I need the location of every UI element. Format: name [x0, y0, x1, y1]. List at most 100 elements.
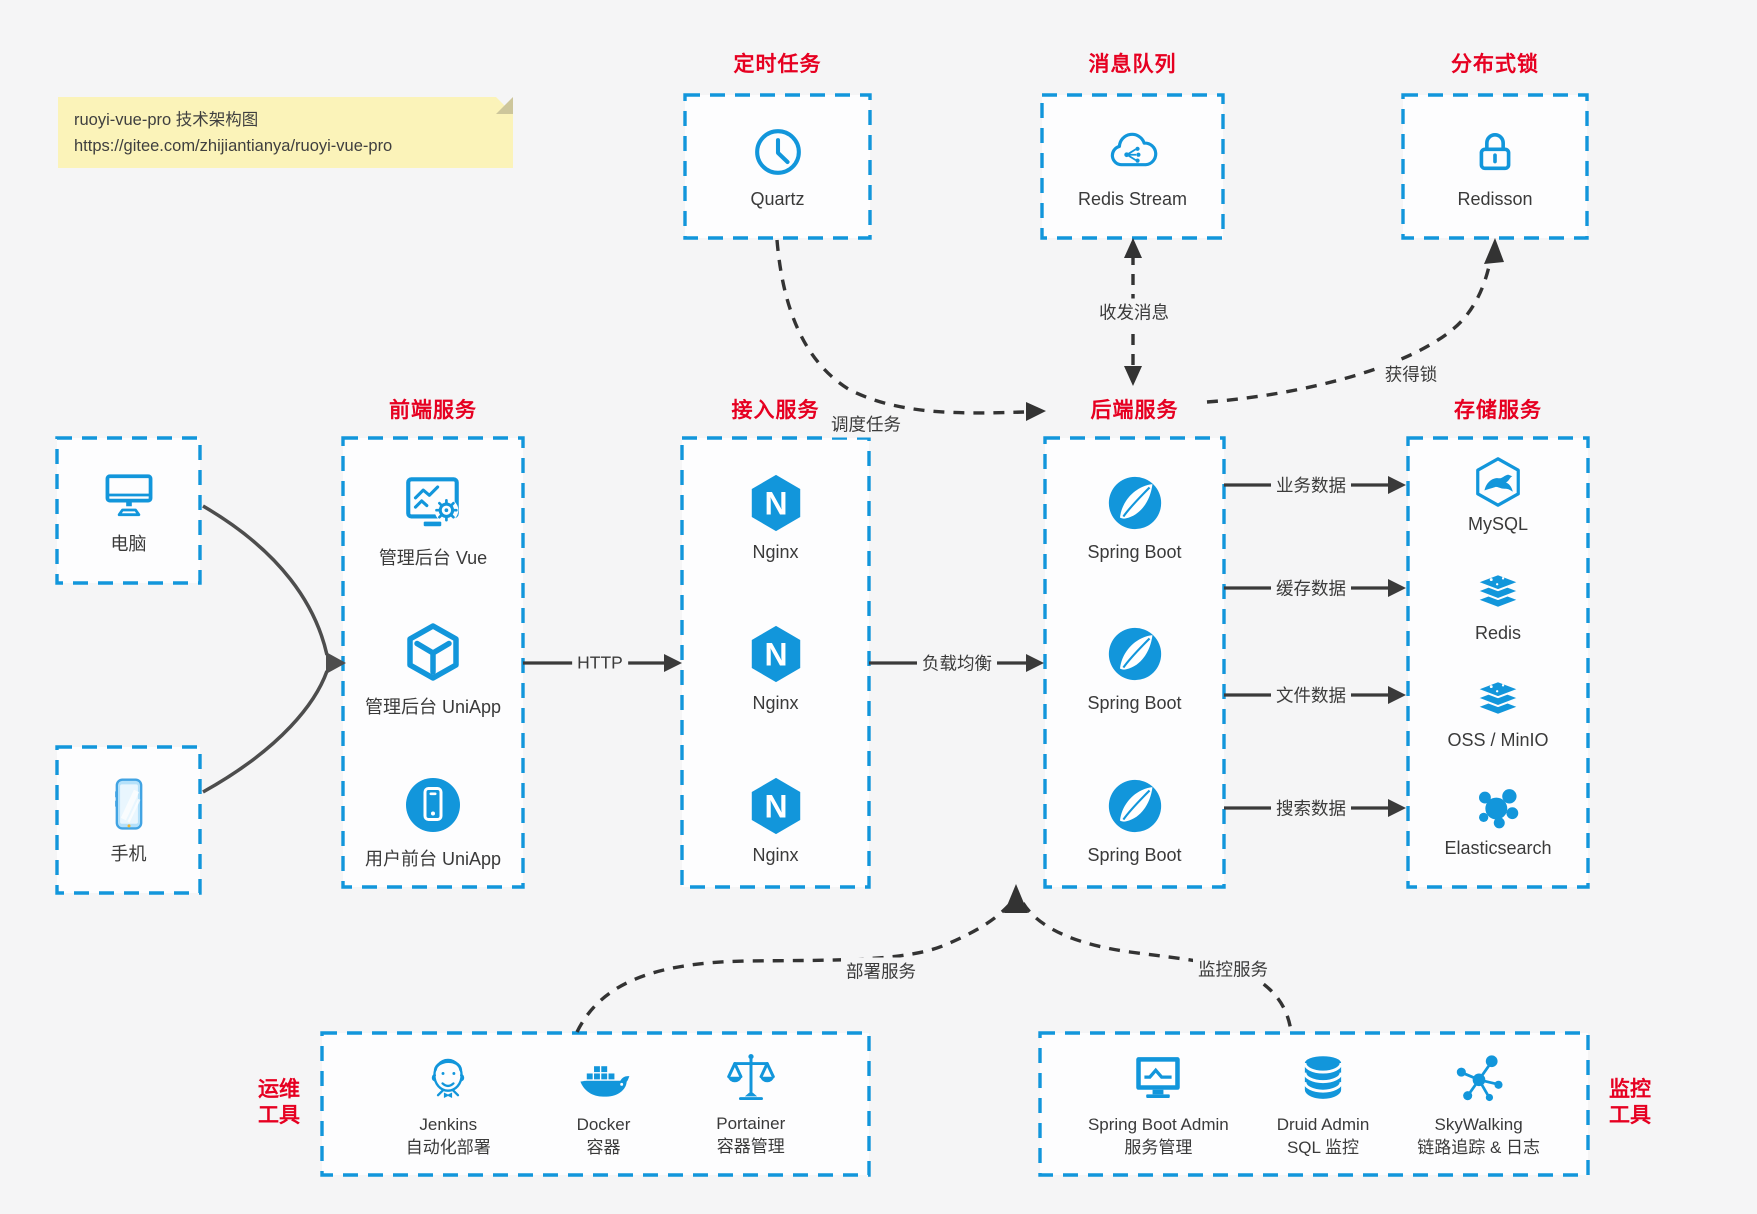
title-storage-service: 存储服务 — [1454, 399, 1542, 422]
backend-item-spring-1: Spring Boot — [1045, 472, 1224, 563]
title-message-queue: 消息队列 — [1088, 53, 1177, 76]
monitor-tools-content: Spring Boot Admin 服务管理 Druid Admin SQL 监… — [1040, 1033, 1588, 1175]
item-sublabel: 容器 — [586, 1137, 621, 1157]
note-title: ruoyi-vue-pro 技术架构图 — [74, 111, 259, 129]
oss-minio-icon — [1471, 671, 1525, 725]
edge-label-http: HTTP — [572, 651, 628, 675]
item-label: SkyWalking — [1434, 1115, 1523, 1135]
label-ops-tools: 运维 工具 — [246, 1077, 312, 1130]
edge-label-deploy-service: 部署服务 — [841, 957, 921, 985]
title-distributed-lock: 分布式锁 — [1451, 53, 1539, 76]
edge-label-acquire-lock: 获得锁 — [1379, 360, 1443, 388]
item-sublabel: 容器管理 — [716, 1136, 785, 1156]
storage-item-elasticsearch: Elasticsearch — [1408, 779, 1588, 859]
item-label: Spring Boot Admin — [1087, 1115, 1229, 1135]
title-scheduled-task: 定时任务 — [733, 53, 822, 76]
spring-boot-icon — [1104, 775, 1166, 837]
spring-boot-icon — [1104, 472, 1166, 534]
computer-client-node: 电脑 — [57, 438, 200, 583]
item-label: 用户前台 UniApp — [364, 849, 502, 869]
title-backend-service: 后端服务 — [1090, 399, 1179, 422]
edge-label-cache-data: 缓存数据 — [1271, 574, 1351, 602]
mysql-icon — [1471, 455, 1525, 509]
docker-icon — [575, 1049, 633, 1107]
edge-label-search-data: 搜索数据 — [1271, 794, 1351, 822]
redis-stream-node: Redis Stream — [1042, 95, 1223, 238]
frontend-item-admin-vue: 管理后台 Vue — [343, 470, 523, 570]
arrowhead-http — [664, 654, 682, 672]
spring-boot-icon — [1104, 623, 1166, 685]
arrow-computer-to-frontend — [202, 504, 329, 656]
gateway-item-nginx-3: Nginx — [682, 775, 869, 866]
lock-icon — [1466, 123, 1524, 181]
label-line: 工具 — [258, 1104, 300, 1128]
item-label: 管理后台 UniApp — [364, 697, 502, 717]
spring-boot-admin-icon — [1129, 1049, 1187, 1107]
monitor-item-druid: Druid Admin SQL 监控 — [1277, 1049, 1369, 1159]
gateway-item-nginx-2: Nginx — [682, 623, 869, 714]
portainer-icon — [723, 1050, 779, 1106]
storage-item-oss-minio: OSS / MinIO — [1408, 671, 1588, 751]
jenkins-icon — [419, 1049, 477, 1107]
item-label: Jenkins — [419, 1115, 478, 1135]
node-label: Redisson — [1457, 189, 1533, 209]
arrow-schedule-task — [775, 239, 1025, 415]
label-line: 运维 — [258, 1078, 300, 1101]
arrowhead-schedule-task — [1026, 402, 1046, 421]
smartphone-icon — [99, 775, 159, 835]
item-sublabel: 链路追踪 & 日志 — [1417, 1137, 1541, 1157]
item-label: OSS / MinIO — [1447, 730, 1549, 750]
arrowhead-message-down — [1124, 366, 1142, 386]
title-frontend-service: 前端服务 — [389, 399, 477, 422]
cloud-share-icon — [1104, 123, 1162, 181]
label-monitor-tools: 监控 工具 — [1597, 1077, 1663, 1130]
label-line: 工具 — [1609, 1104, 1651, 1128]
ops-item-docker: Docker 容器 — [575, 1049, 633, 1159]
arrowhead-deploy-monitor — [1004, 884, 1028, 913]
edge-label-business-data: 业务数据 — [1271, 471, 1351, 499]
client-label: 手机 — [110, 843, 147, 864]
monitor-item-skywalking: SkyWalking 链路追踪 & 日志 — [1417, 1049, 1540, 1159]
user-app-icon — [401, 773, 465, 837]
backend-item-spring-3: Spring Boot — [1045, 775, 1224, 866]
sticky-note-fold — [496, 97, 513, 114]
skywalking-icon — [1450, 1049, 1508, 1107]
client-label: 电脑 — [110, 534, 147, 554]
item-sublabel: SQL 监控 — [1286, 1137, 1360, 1157]
item-label: Spring Boot — [1087, 542, 1182, 562]
edge-label-schedule-task: 调度任务 — [826, 410, 906, 438]
item-label: Nginx — [752, 542, 799, 562]
storage-item-mysql: MySQL — [1408, 455, 1588, 535]
clock-icon — [749, 123, 807, 181]
item-sublabel: 服务管理 — [1124, 1137, 1193, 1157]
arrowhead-search-data — [1388, 799, 1406, 817]
gateway-item-nginx-1: Nginx — [682, 472, 869, 563]
arrowhead-message-up — [1124, 238, 1142, 258]
admin-vue-icon — [400, 470, 466, 536]
ops-item-jenkins: Jenkins 自动化部署 — [406, 1049, 491, 1159]
quartz-node: Quartz — [685, 95, 870, 238]
edge-label-file-data: 文件数据 — [1271, 681, 1351, 709]
elasticsearch-icon — [1471, 779, 1525, 833]
arrowhead-load-balance — [1026, 654, 1044, 672]
item-label: Docker — [576, 1115, 631, 1135]
frontend-item-admin-uniapp: 管理后台 UniApp — [343, 621, 523, 719]
redis-icon — [1471, 564, 1525, 618]
item-label: Portainer — [716, 1114, 786, 1134]
desktop-icon — [99, 465, 159, 525]
arrowhead-cache-data — [1388, 579, 1406, 597]
item-sublabel: 自动化部署 — [405, 1137, 491, 1157]
edge-label-load-balance: 负载均衡 — [917, 649, 997, 677]
arrow-acquire-lock — [1206, 261, 1492, 404]
arrowhead-file-data — [1388, 686, 1406, 704]
druid-icon — [1294, 1049, 1352, 1107]
nginx-icon — [745, 472, 807, 534]
uniapp-cube-icon — [401, 621, 465, 685]
item-label: Redis — [1474, 623, 1522, 643]
arrowhead-business-data — [1388, 476, 1406, 494]
item-label: Elasticsearch — [1444, 838, 1552, 858]
phone-client-node: 手机 — [57, 747, 200, 893]
edge-label-monitor-service: 监控服务 — [1193, 955, 1273, 983]
redisson-node: Redisson — [1403, 95, 1587, 238]
